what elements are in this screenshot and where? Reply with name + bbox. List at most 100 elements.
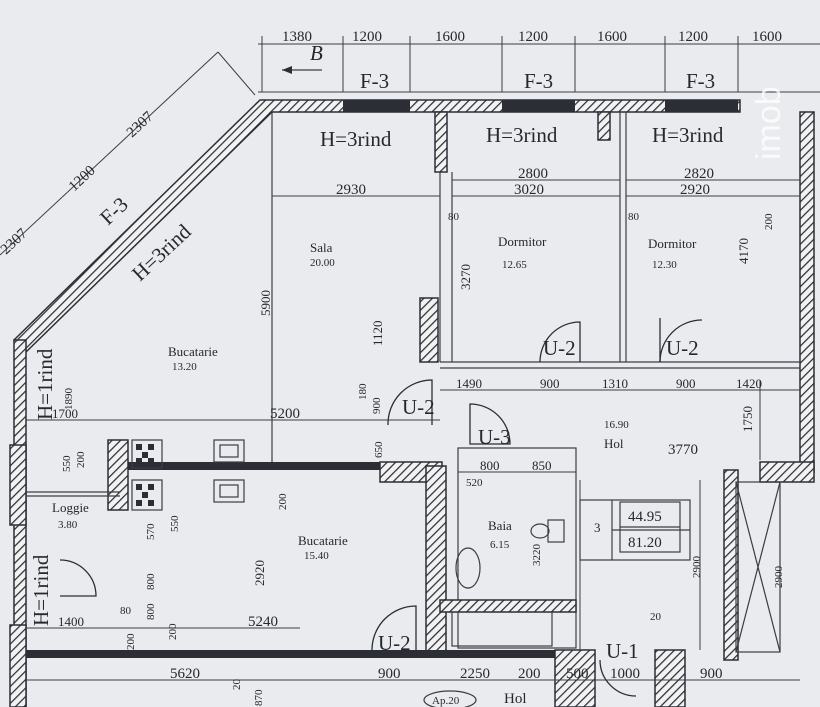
dim-900: 900 bbox=[371, 397, 383, 414]
dim-200-d: 200 bbox=[125, 633, 137, 650]
dim-5900: 5900 bbox=[258, 290, 273, 316]
dim-520: 520 bbox=[466, 477, 483, 489]
dim-5620: 5620 bbox=[170, 666, 200, 682]
dim-bottom-0: 900 bbox=[378, 666, 401, 682]
dim-800-c: 800 bbox=[145, 603, 157, 620]
room-baia-area: 6.15 bbox=[490, 539, 510, 551]
dim-bottom-4: 1000 bbox=[610, 666, 640, 682]
door-u1-entry: U-1 bbox=[606, 639, 639, 663]
dim-top-0: 1380 bbox=[282, 29, 312, 45]
interior-walls bbox=[9, 111, 815, 707]
dim-2920: 2920 bbox=[680, 182, 710, 198]
dim-650: 650 bbox=[373, 441, 385, 458]
room-loggie-name: Loggie bbox=[52, 500, 89, 515]
window-label-f3-1: F-3 bbox=[360, 69, 389, 93]
room-bucatarie1-name: Bucatarie bbox=[168, 344, 218, 359]
dim-hall-3: 900 bbox=[676, 376, 696, 391]
apartment-living-area: 44.95 bbox=[628, 509, 662, 525]
dim-hall-2: 1310 bbox=[602, 376, 628, 391]
dim-1700: 1700 bbox=[52, 406, 78, 421]
dim-4170: 4170 bbox=[736, 238, 751, 264]
dim-bottom-3: 500 bbox=[566, 666, 589, 682]
dim-1400: 1400 bbox=[58, 614, 84, 629]
room-dormitor2-area: 12.30 bbox=[652, 259, 677, 271]
dim-200-c: 200 bbox=[167, 623, 179, 640]
door-u2-dormitor1: U-2 bbox=[543, 336, 576, 360]
apartment-total-area: 81.20 bbox=[628, 535, 662, 551]
room-bucatarie2-name: Bucatarie bbox=[298, 533, 348, 548]
dim-1750: 1750 bbox=[740, 406, 755, 432]
door-u2-sala: U-2 bbox=[402, 395, 435, 419]
dim-3770: 3770 bbox=[668, 442, 698, 458]
door-u3-baia: U-3 bbox=[478, 425, 511, 449]
room-dormitor1-name: Dormitor bbox=[498, 234, 547, 249]
dim-850: 850 bbox=[532, 458, 552, 473]
dim-80-a: 80 bbox=[448, 211, 460, 223]
window-height-sala: H=3rind bbox=[320, 127, 392, 151]
dim-5240: 5240 bbox=[248, 614, 278, 630]
dim-1120: 1120 bbox=[370, 320, 385, 346]
watermark-logo: imob bbox=[750, 86, 788, 160]
room-dormitor1-area: 12.65 bbox=[502, 259, 527, 271]
room-sala-name: Sala bbox=[310, 240, 333, 255]
dim-550b: 550 bbox=[169, 515, 181, 532]
dim-20-b: 20 bbox=[650, 611, 662, 623]
room-sala-area: 20.00 bbox=[310, 257, 335, 269]
dim-2920-b: 2920 bbox=[252, 560, 267, 586]
dim-hall-0: 1490 bbox=[456, 376, 482, 391]
dim-870: 870 bbox=[253, 689, 265, 706]
dim-570: 570 bbox=[145, 523, 157, 540]
dim-2800: 2800 bbox=[518, 166, 548, 182]
dim-800: 800 bbox=[480, 458, 500, 473]
window-label-f3-diag: F-3 bbox=[95, 192, 133, 229]
dim-80-c: 80 bbox=[120, 605, 132, 617]
room-hol-area: 16.90 bbox=[604, 419, 629, 431]
dim-2900-b: 2900 bbox=[773, 566, 785, 589]
dim-200: 200 bbox=[75, 451, 87, 468]
apartment-summary: 3 44.95 81.20 Ap.20 bbox=[423, 501, 681, 707]
dim-2930: 2930 bbox=[336, 182, 366, 198]
apartment-number: 3 bbox=[594, 520, 601, 535]
doors bbox=[59, 318, 703, 697]
room-bucatarie1-area: 13.20 bbox=[172, 361, 197, 373]
room-hol-bottom-name: Hol bbox=[504, 691, 527, 707]
window-height-loggie-2: H=1rind bbox=[29, 554, 53, 626]
dim-bottom-1: 2250 bbox=[460, 666, 490, 682]
dim-3020: 3020 bbox=[514, 182, 544, 198]
dim-bottom-2: 200 bbox=[518, 666, 541, 682]
window-height-dormitor1: H=3rind bbox=[486, 123, 558, 147]
dim-200b: 200 bbox=[277, 493, 289, 510]
dim-hall-1: 900 bbox=[540, 376, 560, 391]
dim-top-3: 1200 bbox=[518, 29, 548, 45]
dim-200-e: 200 bbox=[763, 213, 775, 230]
interior-dimensions bbox=[26, 179, 800, 681]
dim-2900-a: 2900 bbox=[691, 556, 703, 579]
dim-top-5: 1200 bbox=[678, 29, 708, 45]
door-u2-dormitor2: U-2 bbox=[666, 336, 699, 360]
dim-hall-4: 1420 bbox=[736, 376, 762, 391]
window-height-dormitor2: H=3rind bbox=[652, 123, 724, 147]
dim-2820: 2820 bbox=[684, 166, 714, 182]
bathroom-fixtures bbox=[439, 447, 577, 649]
dim-top-4: 1600 bbox=[597, 29, 627, 45]
dim-3270: 3270 bbox=[458, 264, 473, 290]
room-hol-name: Hol bbox=[604, 436, 624, 451]
top-dimension-line: 1380 1200 1600 1200 1600 1200 1600 bbox=[258, 29, 820, 93]
door-u2-bucatarie: U-2 bbox=[378, 631, 411, 655]
dim-80-b: 80 bbox=[628, 211, 640, 223]
window-height-loggie-1: H=1rind bbox=[33, 348, 57, 420]
window-label-f3-2: F-3 bbox=[524, 69, 553, 93]
dim-20: 20 bbox=[231, 679, 243, 691]
room-baia-name: Baia bbox=[488, 518, 512, 533]
dim-550: 550 bbox=[61, 455, 73, 472]
section-label-b: B bbox=[310, 41, 323, 65]
dim-800-b: 800 bbox=[145, 573, 157, 590]
dim-1890: 1890 bbox=[63, 388, 75, 411]
kitchen-fixtures bbox=[131, 439, 245, 511]
dim-bottom-5: 900 bbox=[700, 666, 723, 682]
dim-top-1: 1200 bbox=[352, 29, 382, 45]
stair-box bbox=[579, 481, 781, 653]
window-label-f3-3: F-3 bbox=[686, 69, 715, 93]
dim-top-6: 1600 bbox=[752, 29, 782, 45]
